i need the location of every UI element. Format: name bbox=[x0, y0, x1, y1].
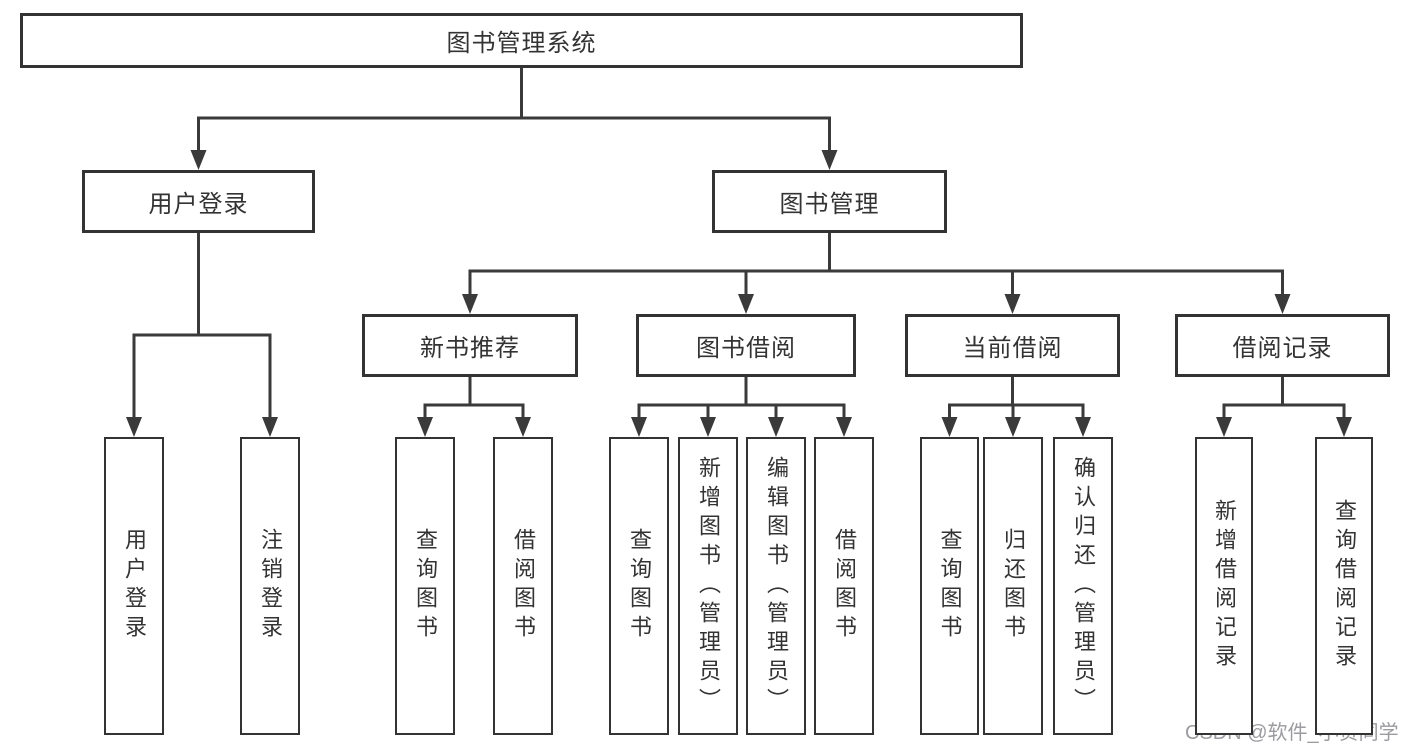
node-leaf-borrow-books-2: 借阅图书 bbox=[814, 437, 874, 735]
node-label-system-root: 图书管理系统 bbox=[446, 30, 597, 57]
node-current-borrowing: 当前借阅 bbox=[905, 314, 1120, 377]
node-label-leaf-user-login: 用户登录 bbox=[122, 528, 147, 644]
node-leaf-query-books-1: 查询图书 bbox=[395, 437, 455, 735]
node-label-new-book-recommend: 新书推荐 bbox=[420, 335, 520, 362]
node-label-leaf-edit-books: 编辑图书（管理员） bbox=[764, 455, 789, 717]
node-label-book-management: 图书管理 bbox=[779, 191, 880, 218]
node-leaf-query-borrow-record: 查询借阅记录 bbox=[1315, 437, 1373, 735]
node-label-leaf-add-borrow-record: 新增借阅记录 bbox=[1212, 499, 1237, 673]
node-new-book-recommend: 新书推荐 bbox=[362, 314, 578, 377]
node-label-leaf-return-books: 归还图书 bbox=[1001, 528, 1026, 644]
node-label-leaf-confirm-return: 确认归还（管理员） bbox=[1071, 455, 1096, 717]
node-leaf-user-login: 用户登录 bbox=[104, 437, 164, 735]
node-leaf-borrow-books-1: 借阅图书 bbox=[493, 437, 553, 735]
node-borrowing-records: 借阅记录 bbox=[1175, 314, 1390, 377]
node-leaf-edit-books: 编辑图书（管理员） bbox=[746, 437, 806, 735]
node-leaf-add-borrow-record: 新增借阅记录 bbox=[1195, 437, 1253, 735]
node-label-leaf-logout: 注销登录 bbox=[258, 528, 283, 644]
node-label-leaf-query-books-3: 查询图书 bbox=[937, 528, 963, 644]
node-label-leaf-borrow-books-1: 借阅图书 bbox=[511, 528, 536, 644]
node-leaf-query-books-3: 查询图书 bbox=[920, 437, 979, 735]
node-label-leaf-add-books: 新增图书（管理员） bbox=[696, 455, 721, 717]
node-label-borrowing-records: 借阅记录 bbox=[1232, 335, 1333, 362]
node-leaf-return-books: 归还图书 bbox=[983, 437, 1043, 735]
node-label-book-borrowing: 图书借阅 bbox=[696, 335, 796, 362]
node-label-user-login: 用户登录 bbox=[148, 191, 249, 218]
node-leaf-logout: 注销登录 bbox=[240, 437, 300, 735]
node-leaf-add-books: 新增图书（管理员） bbox=[678, 437, 738, 735]
node-leaf-confirm-return: 确认归还（管理员） bbox=[1053, 437, 1113, 735]
node-user-login: 用户登录 bbox=[82, 170, 315, 233]
node-system-root: 图书管理系统 bbox=[20, 13, 1023, 68]
node-book-management: 图书管理 bbox=[712, 170, 947, 233]
node-label-leaf-borrow-books-2: 借阅图书 bbox=[832, 528, 857, 644]
node-leaf-query-books-2: 查询图书 bbox=[609, 437, 669, 735]
node-label-current-borrowing: 当前借阅 bbox=[962, 335, 1063, 362]
node-label-leaf-query-books-1: 查询图书 bbox=[413, 528, 438, 644]
node-label-leaf-query-books-2: 查询图书 bbox=[627, 528, 652, 644]
node-book-borrowing: 图书借阅 bbox=[636, 314, 856, 377]
node-label-leaf-query-borrow-record: 查询借阅记录 bbox=[1332, 499, 1357, 673]
